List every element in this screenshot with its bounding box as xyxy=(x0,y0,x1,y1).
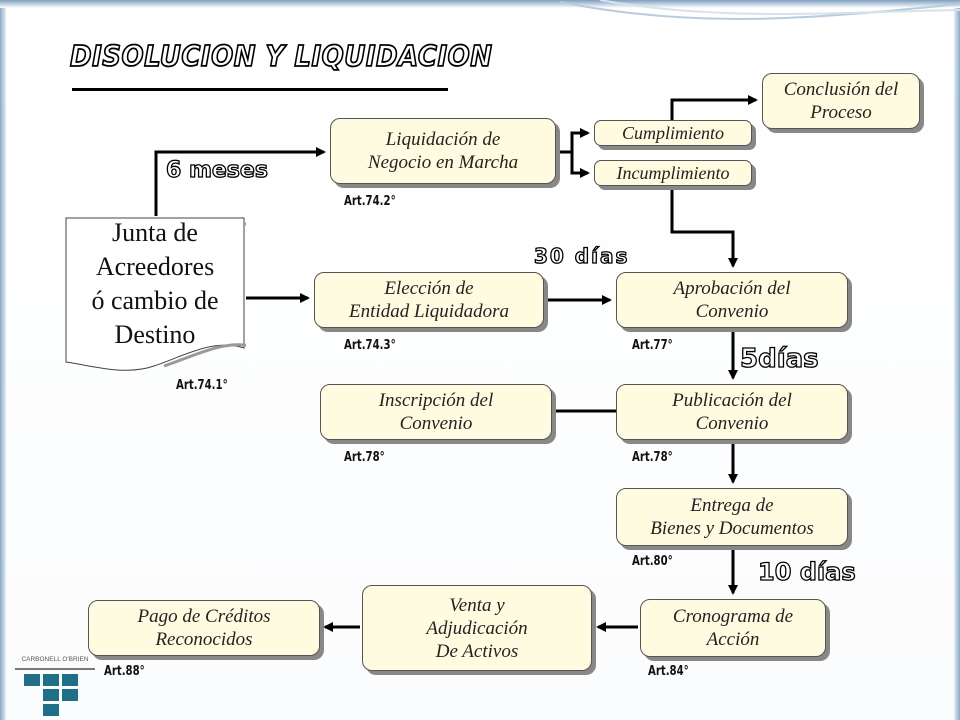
start-document-junta: Junta de Acreedores ó cambio de Destino xyxy=(64,216,246,374)
box-venta-line3: De Activos xyxy=(435,640,519,662)
article-label-77: Art.77° xyxy=(632,338,673,353)
box-liquidacion-negocio: Liquidación de Negocio en Marcha xyxy=(330,118,556,184)
box-incumplimiento: Incumplimiento xyxy=(594,160,752,186)
box-cronograma-line2: Acción xyxy=(706,629,760,650)
box-eleccion-line1: Elección de xyxy=(384,278,474,299)
article-label-74-2: Art.74.2° xyxy=(344,194,396,209)
doc-line-4: Destino xyxy=(114,320,196,349)
box-conclusion: Conclusión del Proceso xyxy=(762,73,920,129)
box-conclusion-line2: Proceso xyxy=(810,102,872,123)
box-cronograma: Cronograma de Acción xyxy=(640,599,826,657)
article-label-84: Art.84° xyxy=(648,664,689,679)
box-incumplimiento-label: Incumplimiento xyxy=(616,162,730,183)
box-aprobacion-line1: Aprobación del xyxy=(673,278,791,299)
arrow-junta-liquidacion xyxy=(154,147,326,216)
arrow-liquidacion-cumplimiento xyxy=(558,128,590,154)
box-liquidacion-line2: Negocio en Marcha xyxy=(367,152,519,173)
article-label-74-3: Art.74.3° xyxy=(344,338,396,353)
box-publicacion: Publicación del Convenio xyxy=(616,384,848,440)
article-label-78-inscripcion: Art.78° xyxy=(344,450,385,465)
doc-line-2: Acreedores xyxy=(95,252,215,281)
article-label-74-1: Art.74.1° xyxy=(176,378,228,393)
title-underline xyxy=(72,88,448,91)
company-logo: CARBONELL O'BRIEN xyxy=(10,656,100,716)
arrow-incumplimiento-aprobacion xyxy=(670,186,738,268)
box-conclusion-line1: Conclusión del xyxy=(783,79,899,100)
box-eleccion: Elección de Entidad Liquidadora xyxy=(314,272,544,328)
frame-left xyxy=(0,0,6,720)
box-publicacion-line2: Convenio xyxy=(695,413,769,434)
box-aprobacion: Aprobación del Convenio xyxy=(616,272,848,328)
duration-5-dias: 5días xyxy=(739,343,819,374)
slide-title: DISOLUCION Y LIQUIDACION xyxy=(69,40,493,75)
article-label-78-publicacion: Art.78° xyxy=(632,450,673,465)
arrow-liquidacion-incumplimiento xyxy=(570,152,590,178)
doc-line-3: ó cambio de xyxy=(91,286,219,315)
box-venta-line1: Venta y xyxy=(449,594,505,616)
box-cumplimiento-label: Cumplimiento xyxy=(622,122,724,143)
duration-30-dias: 30 días xyxy=(533,243,630,268)
frame-top-decoration xyxy=(0,0,960,20)
doc-line-1: Junta de xyxy=(112,218,198,247)
box-entrega: Entrega de Bienes y Documentos xyxy=(616,488,848,546)
logo-wordmark: CARBONELL O'BRIEN xyxy=(21,656,89,663)
box-inscripcion-line2: Convenio xyxy=(399,413,473,434)
box-inscripcion: Inscripción del Convenio xyxy=(320,384,552,440)
box-entrega-line1: Entrega de xyxy=(690,495,774,516)
box-eleccion-line2: Entidad Liquidadora xyxy=(349,301,509,322)
duration-6-meses: 6 meses xyxy=(165,157,268,183)
box-cronograma-line1: Cronograma de xyxy=(672,606,794,627)
article-label-80: Art.80° xyxy=(632,554,673,569)
box-liquidacion-line1: Liquidación de xyxy=(385,129,501,150)
box-entrega-line2: Bienes y Documentos xyxy=(650,518,814,539)
article-label-88: Art.88° xyxy=(104,664,145,679)
box-pago-line2: Reconocidos xyxy=(155,629,253,650)
box-cumplimiento: Cumplimiento xyxy=(594,120,752,146)
box-venta-line2: Adjudicación xyxy=(426,617,528,639)
box-pago: Pago de Créditos Reconocidos xyxy=(88,600,320,656)
box-inscripcion-line1: Inscripción del xyxy=(378,390,494,411)
frame-right xyxy=(954,0,960,720)
box-pago-line1: Pago de Créditos xyxy=(137,606,271,627)
duration-10-dias: 10 días xyxy=(757,557,856,586)
arrow-cumplimiento-conclusion xyxy=(670,95,758,120)
box-publicacion-line1: Publicación del xyxy=(672,390,792,411)
box-aprobacion-line2: Convenio xyxy=(695,301,769,322)
box-venta: Venta y Adjudicación De Activos xyxy=(362,585,592,671)
